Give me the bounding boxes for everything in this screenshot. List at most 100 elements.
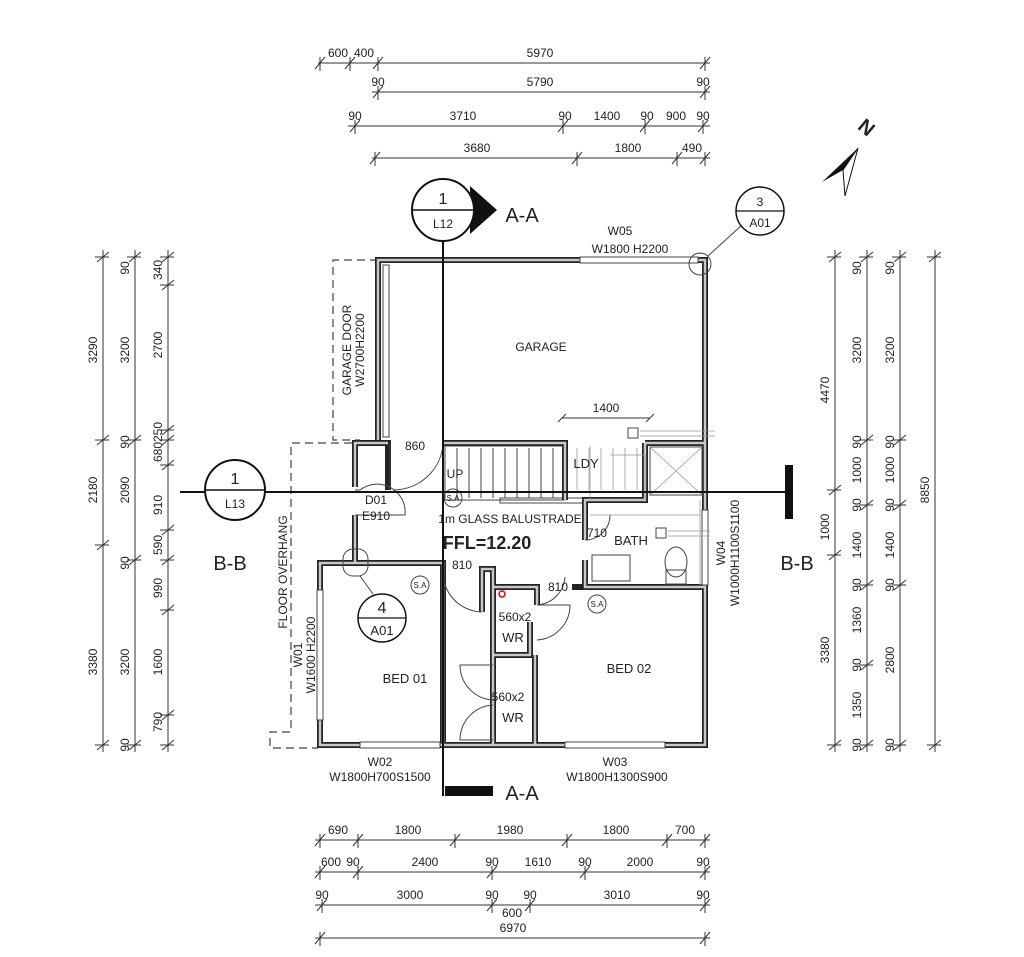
section-label-a-a: A-A xyxy=(505,783,539,805)
dimension-label: 2800 xyxy=(883,646,897,673)
door-width-860: 860 xyxy=(405,439,425,453)
dimension-label: 1000 xyxy=(883,456,897,483)
section-marker-a-a: 1 L12 A-A A-A xyxy=(411,178,539,805)
garage-door-outline xyxy=(332,259,378,441)
dimension-label: 600 xyxy=(502,906,522,920)
dimension-label: 1400 xyxy=(850,531,864,558)
dimension-label: 90 xyxy=(883,435,897,449)
dimension-label: 1610 xyxy=(525,855,552,869)
dimension-label: 3010 xyxy=(604,888,631,902)
section-marker-b-b: 1 L13 B-B B-B xyxy=(180,459,814,575)
dimension-label: 90 xyxy=(883,578,897,592)
garage-dimension-1400: 1400 xyxy=(557,401,655,423)
window-w04-size: W1000H1100S1100 xyxy=(728,500,742,607)
dimension-label: 90 xyxy=(523,888,537,902)
svg-text:N: N xyxy=(853,115,878,141)
room-label-bed01: BED 01 xyxy=(383,671,428,686)
dimension-label: 90 xyxy=(696,855,710,869)
dimension-label: 910 xyxy=(151,495,165,515)
north-arrow-icon: N xyxy=(822,115,879,197)
dimension-label: 90 xyxy=(883,261,897,275)
room-label-bath: BATH xyxy=(614,533,648,548)
door-width-810: 810 xyxy=(452,558,472,572)
dimension-label: 3200 xyxy=(118,648,132,675)
dimension-label: 90 xyxy=(315,888,329,902)
dimension-label: 2180 xyxy=(86,476,100,503)
dimension-label: 90 xyxy=(850,435,864,449)
dimension-label: 90 xyxy=(696,888,710,902)
dimension-label: 680 xyxy=(151,442,165,462)
stair-up-label: UP xyxy=(447,467,464,481)
dimension-label: 90 xyxy=(118,435,132,449)
dimension-label: 90 xyxy=(850,658,864,672)
robe-size: 560x2 xyxy=(499,610,532,624)
window-w01-size: W1600 H2200 xyxy=(304,616,318,693)
dimension-label: 90 xyxy=(578,855,592,869)
svg-text:A01: A01 xyxy=(749,216,771,230)
window-w01-id: W01 xyxy=(291,642,305,667)
dimension-label: 690 xyxy=(328,823,348,837)
dimension-label: 90 xyxy=(348,109,362,123)
dimension-label: 8850 xyxy=(918,476,932,503)
dimension-label: 90 xyxy=(346,855,360,869)
dimension-label: 90 xyxy=(850,261,864,275)
dimension-label: 1600 xyxy=(151,648,165,675)
dimension-label: 600 xyxy=(321,855,341,869)
floor-overhang-label: FLOOR OVERHANG xyxy=(276,515,290,628)
dimension-label: 3380 xyxy=(818,636,832,663)
dimension-label: 90 xyxy=(883,498,897,512)
dimension-label: 990 xyxy=(151,578,165,598)
smoke-alarm-icon: S.A xyxy=(410,575,430,595)
dimension-label: 900 xyxy=(666,109,686,123)
dimension-label: 400 xyxy=(354,46,374,60)
balustrade-note: 1m GLASS BALUSTRADE xyxy=(438,512,581,526)
dimension-label: 1800 xyxy=(615,141,642,155)
dimension-label: 90 xyxy=(696,75,710,89)
svg-text:S.A: S.A xyxy=(414,581,428,590)
dimension-label: 790 xyxy=(151,712,165,732)
door-width-810: 810 xyxy=(548,580,568,594)
dimension-label: 3000 xyxy=(397,888,424,902)
dimension-label: 700 xyxy=(675,823,695,837)
garage-door-label: GARAGE DOOR xyxy=(340,304,354,395)
dimension-label: 90 xyxy=(485,888,499,902)
window-w02-id: W02 xyxy=(368,755,393,769)
room-label-wr2: WR xyxy=(502,710,524,725)
section-label-b-b: B-B xyxy=(780,553,813,575)
dimension-label: 90 xyxy=(883,738,897,752)
svg-text:1: 1 xyxy=(439,191,448,208)
dimension-label: 3710 xyxy=(450,109,477,123)
dimension-label: 90 xyxy=(640,109,654,123)
dimension-label: 90 xyxy=(118,556,132,570)
dimension-label: 1980 xyxy=(497,823,524,837)
detail-marker-3: 3 A01 xyxy=(688,186,785,276)
window-w05-id: W05 xyxy=(608,224,633,238)
basin-icon xyxy=(591,554,631,582)
room-label-laundry: LDY xyxy=(573,456,599,471)
windows xyxy=(316,256,709,749)
dimension-label: 6970 xyxy=(500,921,527,935)
svg-text:L12: L12 xyxy=(433,217,453,231)
dimension-label: 3380 xyxy=(86,648,100,675)
dimension-label: 1360 xyxy=(850,606,864,633)
bathroom-fixtures xyxy=(498,427,715,598)
dimension-label: 1350 xyxy=(850,691,864,718)
dimension-label: 1400 xyxy=(594,109,621,123)
dimension-label: 1800 xyxy=(603,823,630,837)
dimension-label: 3200 xyxy=(850,336,864,363)
room-label-bed02: BED 02 xyxy=(607,661,652,676)
dimension-label: 340 xyxy=(151,260,165,280)
dimension-label: 2090 xyxy=(118,476,132,503)
svg-text:3: 3 xyxy=(757,195,764,209)
window-w03-size: W1800H1300S900 xyxy=(566,770,668,784)
room-label-garage: GARAGE xyxy=(515,340,566,354)
dimension-label: 1000 xyxy=(850,456,864,483)
dimension-label: 90 xyxy=(118,738,132,752)
dimension-label: 90 xyxy=(118,261,132,275)
robe-size: 560x2 xyxy=(492,690,525,704)
dimension-label: 3200 xyxy=(118,336,132,363)
smoke-alarm-icon: S.A xyxy=(587,594,607,614)
